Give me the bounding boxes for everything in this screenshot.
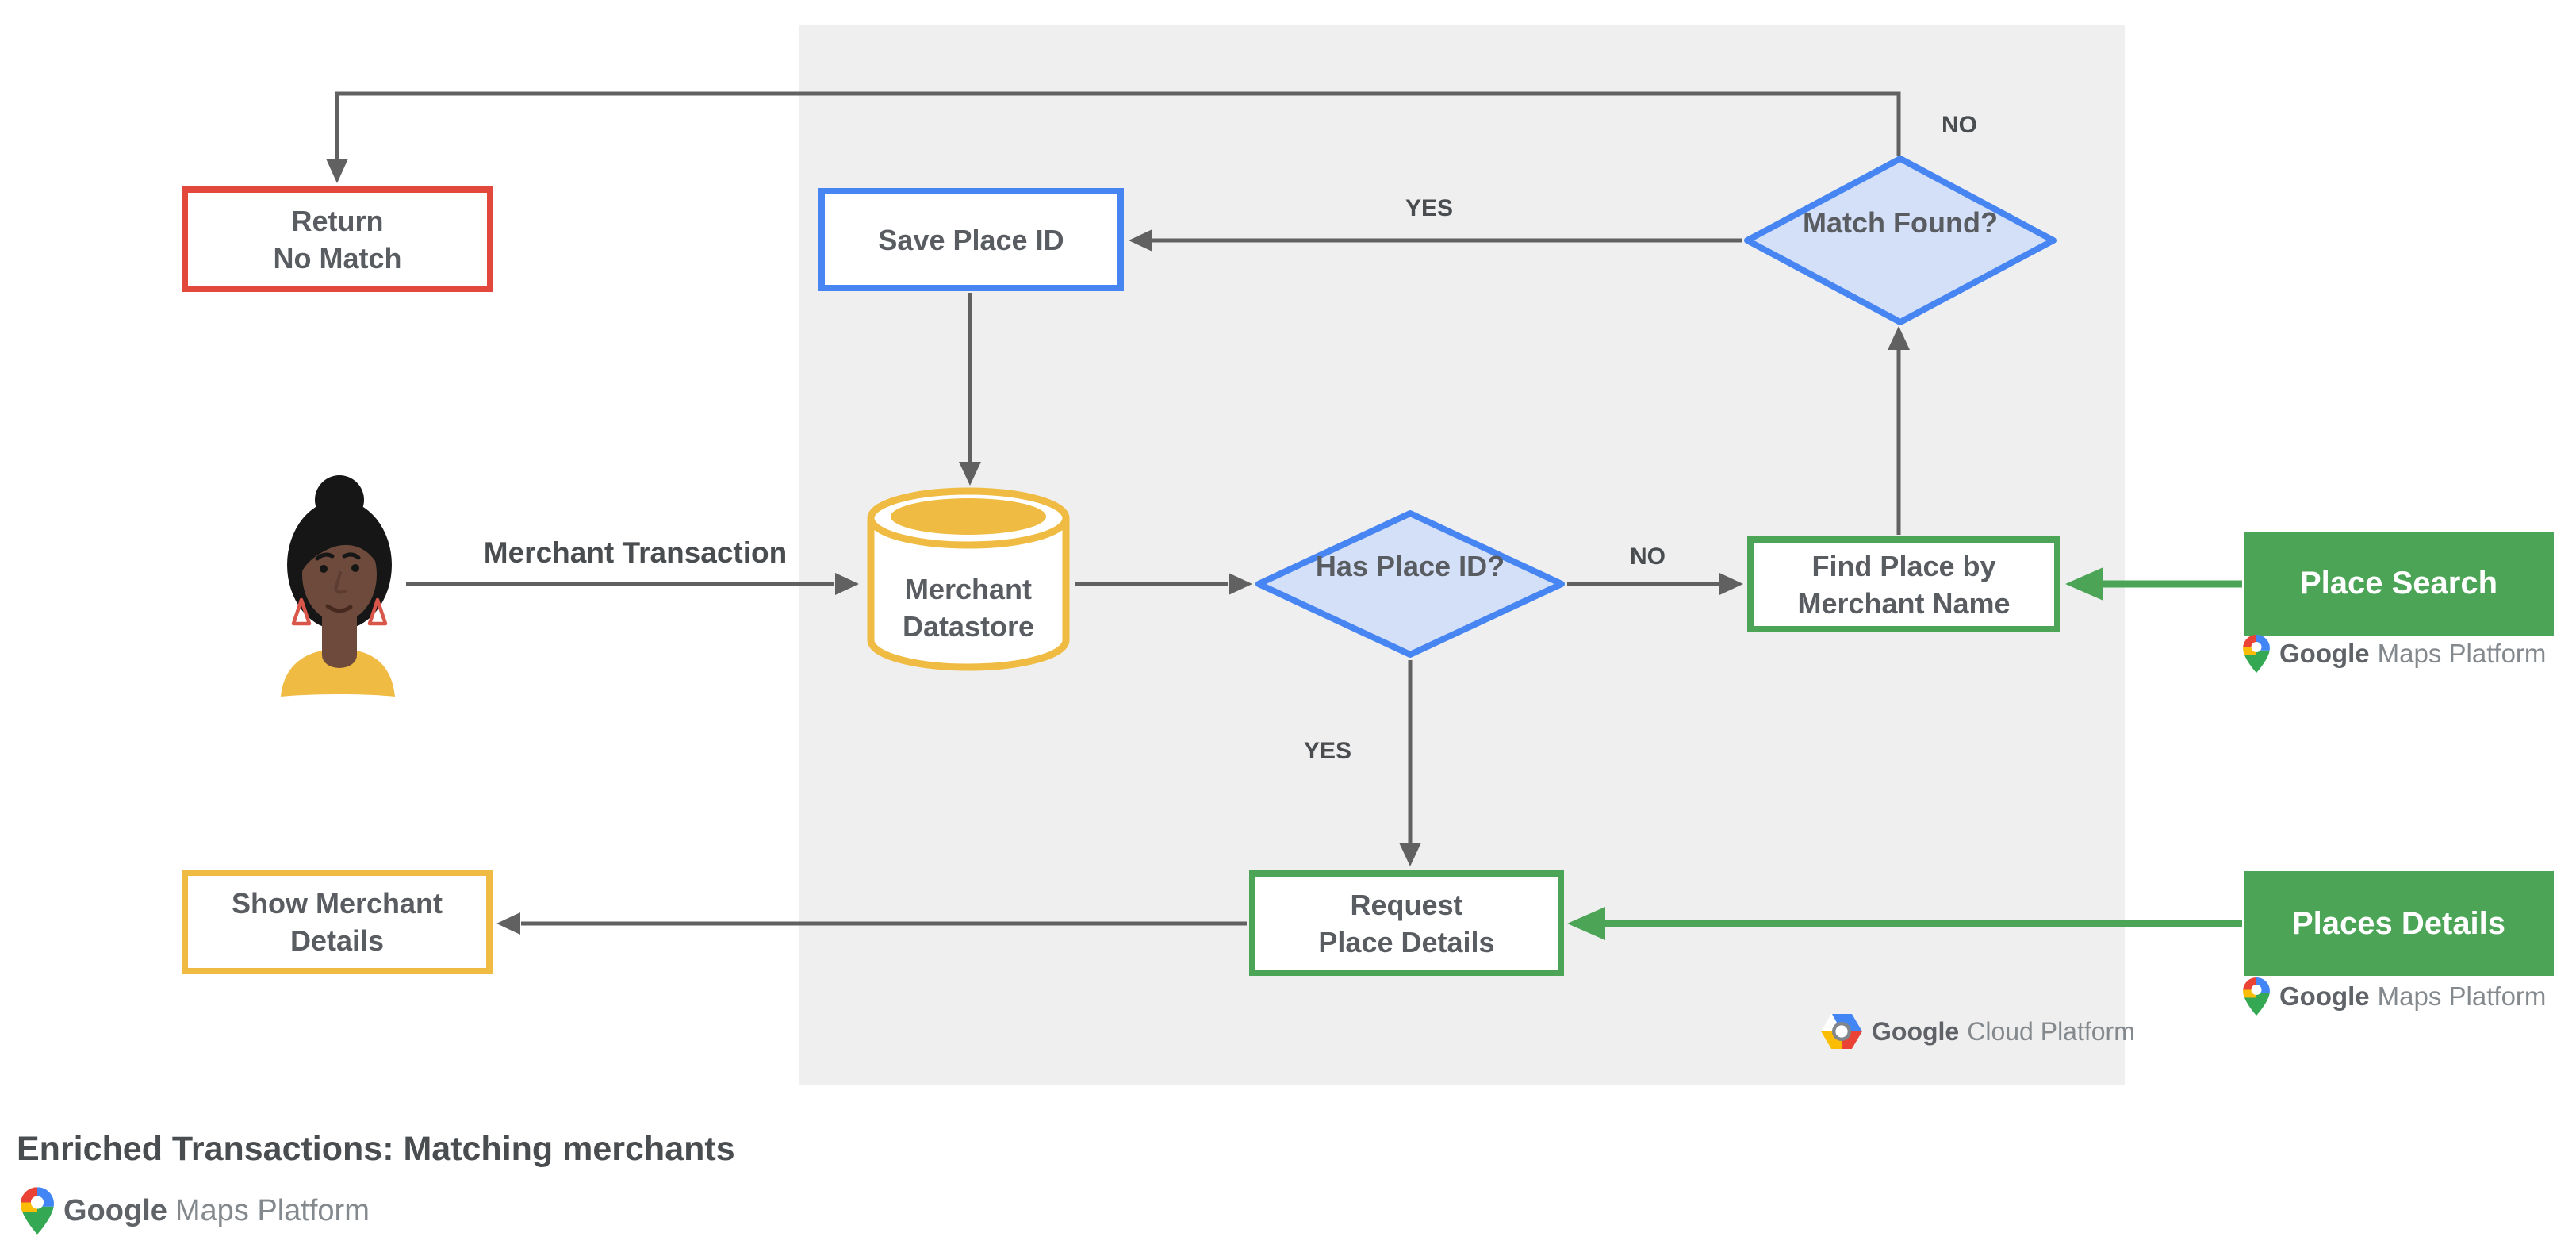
database-cylinder-shape — [867, 487, 1070, 671]
google-cloud-platform-logo: Google Cloud Platform — [1821, 1014, 2135, 1049]
node-label: Place Details — [1318, 925, 1495, 958]
node-request-place-details: Request Place Details — [1249, 870, 1564, 976]
node-label: Place Search — [2299, 566, 2498, 601]
node-label: Has Place ID? — [1315, 550, 1505, 582]
google-maps-platform-logo: Google Maps Platform — [2243, 977, 2546, 1016]
node-show-merchant-details: Show Merchant Details — [182, 870, 493, 974]
maps-pin-icon — [2243, 635, 2270, 673]
node-places-details-api: Places Details — [2244, 871, 2554, 976]
person-illustration — [281, 475, 395, 697]
node-has-place-id-decision: Has Place ID? — [1255, 509, 1566, 659]
arrowhead-into-show-merchant — [496, 912, 520, 935]
edge-label-has-yes: YES — [1304, 738, 1352, 764]
avatar-shirt — [281, 649, 395, 697]
logo-brand-text: Google — [2279, 981, 2370, 1011]
logo-product-text: Maps Platform — [174, 1193, 370, 1227]
edge-label-match-no: NO — [1942, 112, 1977, 138]
node-label: Return — [291, 204, 384, 237]
node-label: Find Place by — [1811, 549, 1996, 582]
node-label: Save Place ID — [878, 223, 1064, 256]
edge-label-has-no: NO — [1630, 543, 1666, 570]
maps-pin-icon — [21, 1187, 54, 1235]
edge-label-merchant-transaction: Merchant Transaction — [483, 536, 788, 569]
node-label: Show Merchant — [231, 887, 443, 920]
google-maps-platform-logo: Google Maps Platform — [21, 1187, 370, 1235]
node-place-search-api: Place Search — [2244, 532, 2554, 636]
user-avatar — [271, 470, 404, 698]
node-merchant-datastore: Merchant Datastore — [864, 483, 1072, 674]
logo-product-text: Cloud Platform — [1967, 1016, 2135, 1046]
node-label: Details — [289, 924, 385, 957]
node-label: Merchant Name — [1797, 586, 2011, 620]
cloud-hexagon-icon — [1821, 1014, 1862, 1049]
node-match-found-decision: Match Found? — [1743, 155, 2057, 326]
node-save-place-id: Save Place ID — [818, 188, 1124, 291]
diagram-title: Enriched Transactions: Matching merchant… — [17, 1130, 735, 1168]
diamond-shape — [1744, 156, 2057, 325]
node-label: Request — [1350, 888, 1463, 921]
node-find-place-by-merchant-name: Find Place by Merchant Name — [1747, 536, 2060, 632]
node-label: No Match — [273, 241, 402, 275]
logo-brand-text: Google — [63, 1193, 167, 1227]
avatar-earring-right — [367, 597, 388, 626]
logo-product-text: Maps Platform — [2377, 639, 2547, 668]
avatar-hair — [302, 520, 377, 571]
diamond-shape — [1255, 510, 1565, 658]
logo-brand-text: Google — [1872, 1016, 1960, 1046]
logo-brand-text: Google — [2279, 639, 2370, 668]
google-maps-platform-logo: Google Maps Platform — [2243, 635, 2546, 673]
node-label: Match Found? — [1803, 206, 1998, 239]
node-return-no-match: Return No Match — [182, 186, 493, 292]
edge-label-match-yes: YES — [1405, 195, 1454, 221]
avatar-earring-left — [291, 597, 312, 626]
node-label: Merchant Datastore — [902, 573, 1035, 643]
logo-product-text: Maps Platform — [2377, 981, 2547, 1011]
arrowhead-into-return-no-match — [326, 159, 348, 183]
maps-pin-icon — [2243, 977, 2270, 1016]
node-label: Places Details — [2291, 905, 2506, 941]
